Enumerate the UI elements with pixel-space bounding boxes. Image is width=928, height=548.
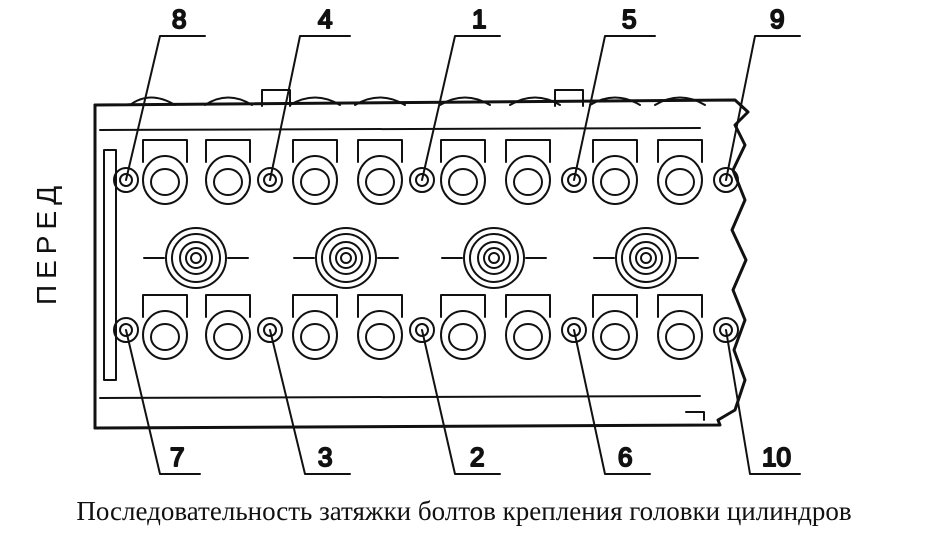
cylinder-head-drawing: 8 4 1 5 9 7 3 2 6 10 ПЕРЕД: [31, 3, 801, 475]
head-bolt: [561, 317, 587, 343]
callout-top-5: 9: [770, 4, 784, 34]
leader-line: [725, 35, 801, 181]
leader-line: [573, 329, 651, 475]
valve: [657, 294, 703, 360]
valve: [205, 139, 251, 205]
diagram-caption: Последовательность затяжки болтов крепле…: [76, 496, 852, 526]
callout-top-2: 4: [318, 4, 332, 34]
valve: [357, 139, 403, 205]
head-bolt: [561, 167, 587, 193]
valve: [142, 294, 188, 360]
spark-plug-well: [593, 227, 699, 289]
leader-line: [269, 329, 351, 475]
callout-bottom-2: 3: [318, 442, 332, 472]
spark-plug-wells: [143, 227, 699, 289]
leader-line: [725, 329, 801, 475]
head-bolt: [713, 167, 739, 193]
head-outline: [93, 89, 750, 430]
valve: [505, 139, 551, 205]
leader-line: [573, 35, 656, 181]
leader-line: [421, 329, 501, 475]
valve: [592, 139, 638, 205]
valve: [357, 294, 403, 360]
callout-top-1: 8: [172, 4, 186, 34]
callout-bottom-1: 7: [170, 442, 184, 472]
head-bolt: [257, 167, 283, 193]
front-side-label: ПЕРЕД: [31, 180, 62, 305]
callout-bottom-3: 2: [470, 442, 484, 472]
head-bolt: [409, 317, 435, 343]
callout-labels: 8 4 1 5 9 7 3 2 6 10: [169, 3, 792, 473]
leader-line: [125, 35, 206, 181]
valve: [205, 294, 251, 360]
callout-leaders: [125, 35, 801, 475]
head-bolt: [113, 317, 139, 343]
valve-group: [142, 139, 703, 360]
spark-plug-well: [293, 227, 399, 289]
callout-bottom-5: 10: [762, 442, 791, 472]
valve: [440, 294, 486, 360]
valve: [592, 294, 638, 360]
head-bolt: [257, 317, 283, 343]
valve: [657, 139, 703, 205]
spark-plug-well: [441, 227, 547, 289]
head-bolt: [113, 167, 139, 193]
cam-bearing-caps: [129, 96, 706, 106]
leader-line: [125, 329, 201, 475]
valve: [440, 139, 486, 205]
head-bolt: [409, 167, 435, 193]
valve: [292, 139, 338, 205]
spark-plug-well: [143, 227, 249, 289]
callout-top-3: 1: [472, 4, 486, 34]
valve: [505, 294, 551, 360]
head-bolts: [113, 167, 739, 343]
valve: [292, 294, 338, 360]
leader-line: [421, 35, 501, 181]
leader-line: [269, 35, 351, 181]
callout-top-4: 5: [622, 4, 636, 34]
callout-bottom-4: 6: [618, 442, 632, 472]
valve: [142, 139, 188, 205]
